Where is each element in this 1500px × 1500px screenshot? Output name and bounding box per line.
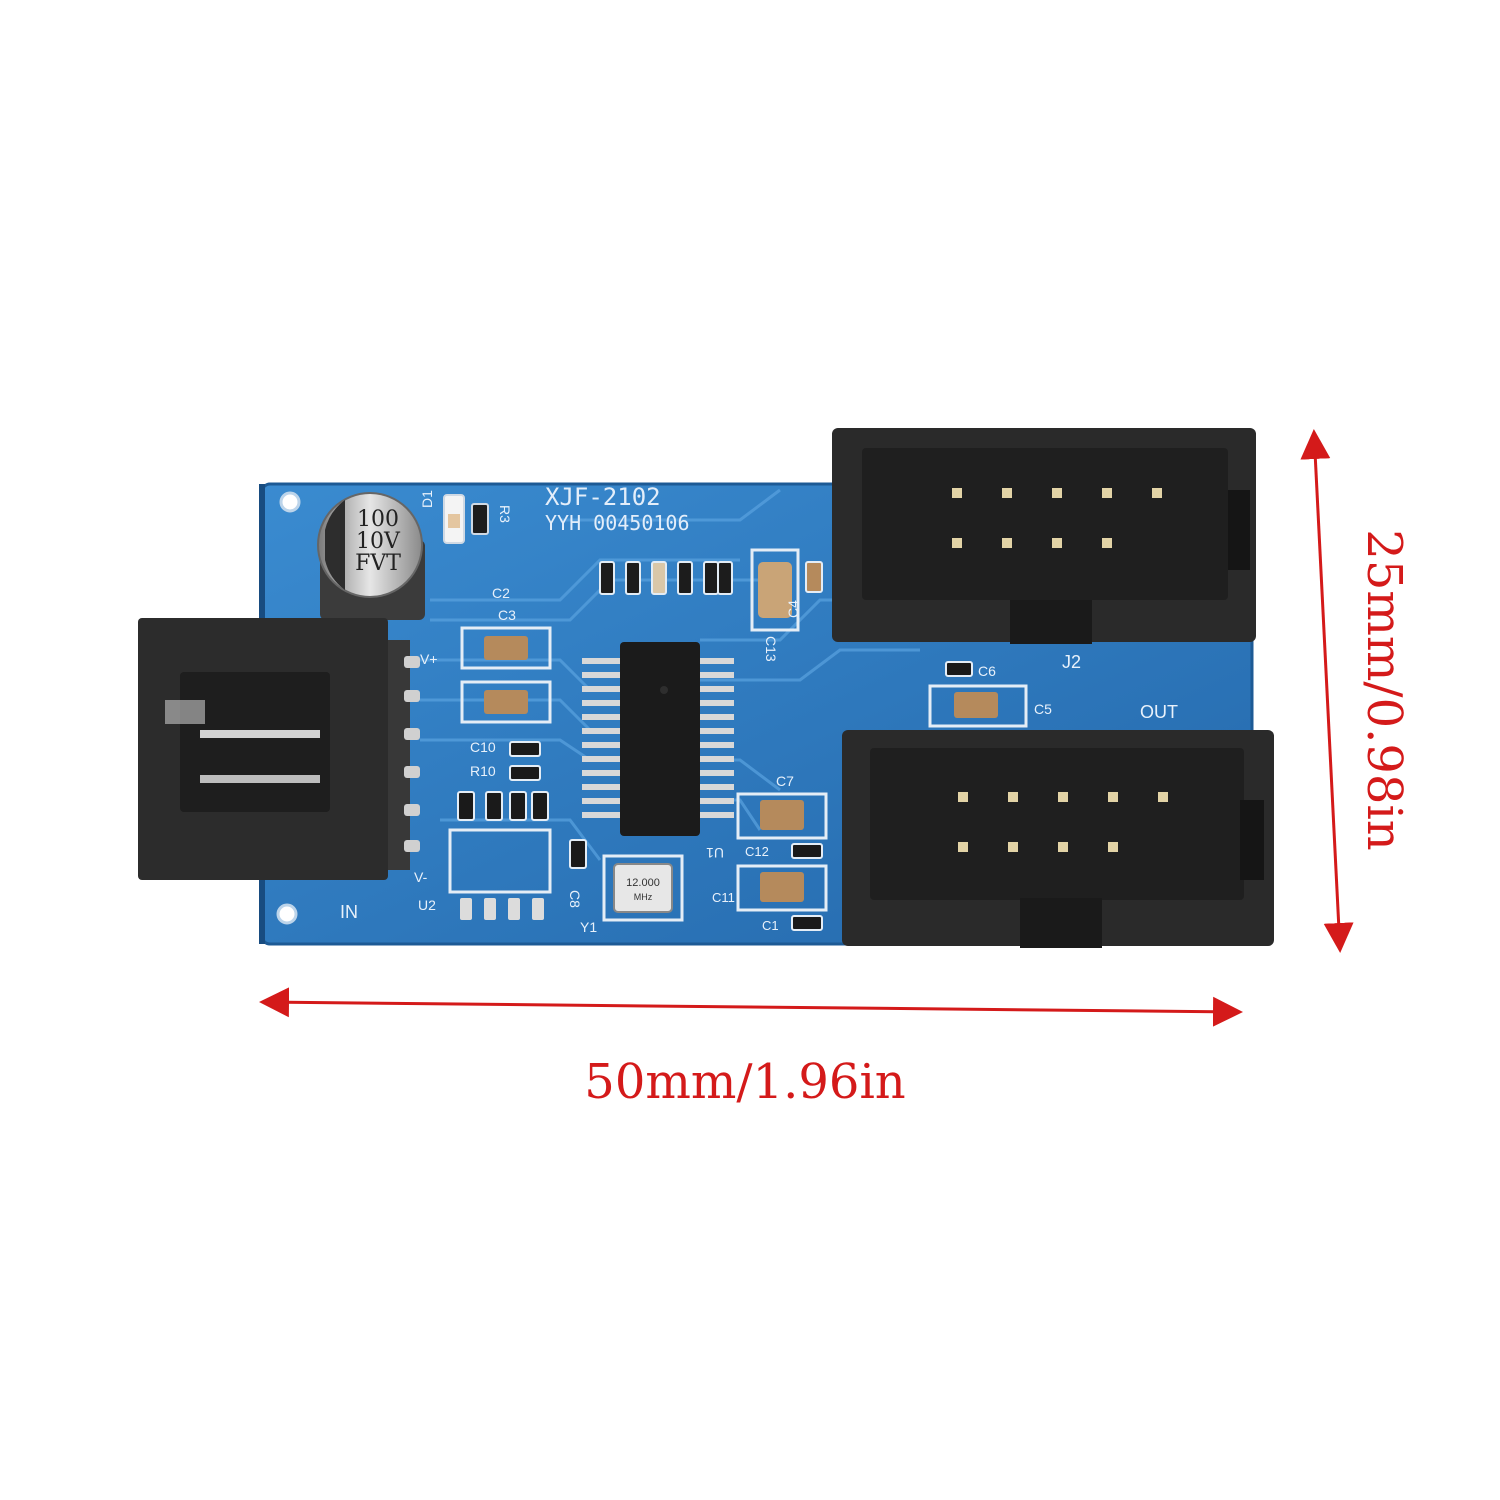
label-in: IN	[340, 902, 358, 922]
label-r3: R3	[497, 505, 513, 523]
mounting-hole	[276, 903, 298, 925]
capacitor-brand: FVT	[355, 551, 401, 576]
label-r10: R10	[470, 763, 496, 779]
label-c13: C13	[763, 636, 779, 662]
label-c10: C10	[470, 739, 496, 755]
pcb-traces	[420, 488, 920, 861]
label-u2: U2	[418, 897, 436, 913]
label-c3: C3	[498, 607, 516, 623]
board-model: XJF-2102	[545, 483, 661, 511]
capacitor-voltage: 10V	[356, 529, 401, 554]
label-c6: C6	[978, 663, 996, 679]
resistor-array	[599, 561, 733, 595]
label-vminus: V-	[414, 869, 428, 885]
regulator-u2: U2	[418, 828, 552, 920]
crystal-oscillator: 12.000 MHz Y1 C8	[567, 839, 684, 935]
width-dimension: 50mm/1.96in	[259, 987, 1243, 1110]
label-d1: D1	[419, 490, 435, 508]
usb-header-bottom	[842, 730, 1274, 948]
capacitor-value: 100	[357, 507, 399, 532]
width-label: 50mm/1.96in	[584, 1054, 905, 1110]
label-c4: C4	[785, 600, 801, 618]
label-c2: C2	[492, 585, 510, 601]
crystal-frequency: 12.000	[626, 877, 660, 889]
board-code: YYH 00450106	[545, 511, 690, 535]
label-y1: Y1	[580, 919, 597, 935]
crystal-unit: MHz	[634, 892, 653, 902]
label-vplus: V+	[420, 651, 438, 667]
electrolytic-capacitor: 100 10V FVT	[317, 492, 425, 620]
label-c11: C11	[712, 890, 735, 905]
label-u1: U1	[706, 845, 724, 861]
input-connector: V+ V- IN	[138, 618, 438, 922]
label-c12: C12	[745, 844, 769, 859]
hub-chip	[582, 642, 734, 836]
height-dimension: 25mm/0.98in	[1300, 429, 1412, 953]
led-d1: D1	[419, 490, 465, 544]
resistor-r3: R3	[471, 503, 513, 535]
label-c1: C1	[762, 918, 779, 933]
label-j2: J2	[1062, 652, 1081, 672]
mounting-hole	[279, 491, 301, 513]
label-c8: C8	[567, 890, 583, 908]
smd-capacitors-left: C2 C3 C10 R10	[457, 585, 552, 821]
label-c5: C5	[1034, 701, 1052, 717]
height-label: 25mm/0.98in	[1356, 529, 1412, 850]
usb-header-top	[832, 428, 1256, 644]
smd-capacitors-right: C4 C13 C7 U1 C12 C11 C1 C6 C5	[706, 548, 1052, 933]
label-c7: C7	[776, 773, 794, 789]
label-out: OUT	[1140, 702, 1178, 722]
